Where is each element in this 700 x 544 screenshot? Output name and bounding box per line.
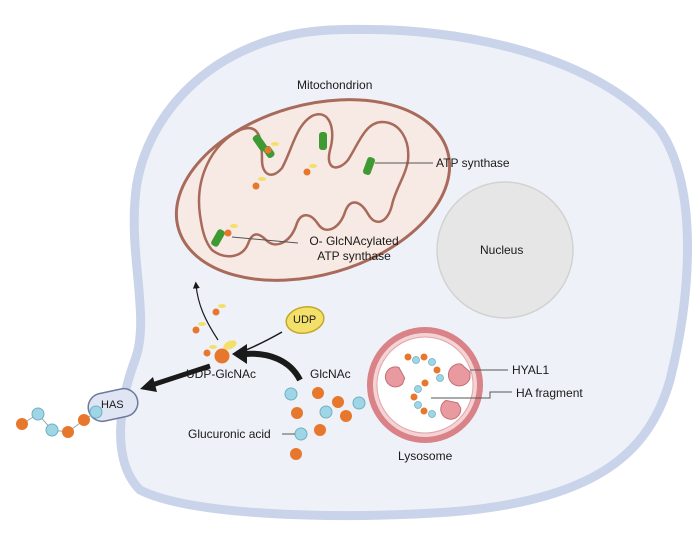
atp-synthase-label: ATP synthase bbox=[436, 156, 510, 170]
arrow-to-mitochondrion bbox=[192, 281, 219, 341]
atp-synthase-complex bbox=[252, 134, 268, 152]
atp-synthase-complex bbox=[363, 157, 375, 175]
udp-release-arrow bbox=[245, 331, 283, 351]
hyal1-label: HYAL1 bbox=[512, 363, 550, 377]
nucleus bbox=[436, 181, 574, 319]
ha-fragments bbox=[404, 353, 444, 418]
udp-glcnac-to-has-arrowhead bbox=[140, 377, 157, 392]
o-glcnac-leader bbox=[231, 236, 299, 244]
has-label: HAS bbox=[101, 399, 124, 411]
ha-fragment-label: HA fragment bbox=[516, 386, 583, 400]
glcnac-label: GlcNAc bbox=[310, 367, 351, 381]
lysosome-label: Lysosome bbox=[398, 449, 453, 463]
hyal1-enzyme bbox=[440, 399, 462, 420]
o-glcnacylated-atp-synthase-label: O- GlcNAcylated ATP synthase bbox=[298, 234, 410, 264]
o-glcnac-label-line1: O- GlcNAcylated bbox=[309, 234, 399, 248]
o-glcnac-label-line2: ATP synthase bbox=[317, 249, 391, 263]
udp-glcnac-cluster bbox=[192, 304, 237, 364]
free-monosaccharides bbox=[284, 387, 366, 460]
mitochondrion bbox=[174, 98, 452, 282]
glucuronic-acid-label: Glucuronic acid bbox=[188, 427, 271, 441]
hyaluronan-chain bbox=[16, 405, 103, 438]
udp-glcnac-molecule bbox=[214, 348, 230, 364]
cell-membrane bbox=[116, 24, 692, 521]
atp-synthase-complex bbox=[319, 132, 327, 150]
hyal1-enzyme bbox=[384, 366, 406, 388]
udp-glcnac-to-has-arrow bbox=[151, 363, 211, 388]
hyal1-enzyme bbox=[447, 363, 471, 387]
udp-badge bbox=[285, 306, 325, 334]
o-glcnac-molecules bbox=[224, 142, 317, 237]
glcnac-to-udp-glcnac-arrowhead bbox=[232, 344, 247, 364]
mitochondrion-label: Mitochondrion bbox=[297, 78, 373, 92]
udp-glcnac-label: UDP-GlcNAc bbox=[186, 367, 257, 381]
glcnac-to-udp-glcnac-arrow bbox=[243, 350, 303, 382]
udp-label: UDP bbox=[293, 314, 317, 326]
nucleus-label: Nucleus bbox=[480, 243, 524, 257]
ha-fragment-leader bbox=[431, 391, 512, 399]
atp-synthase-complex bbox=[211, 229, 225, 247]
